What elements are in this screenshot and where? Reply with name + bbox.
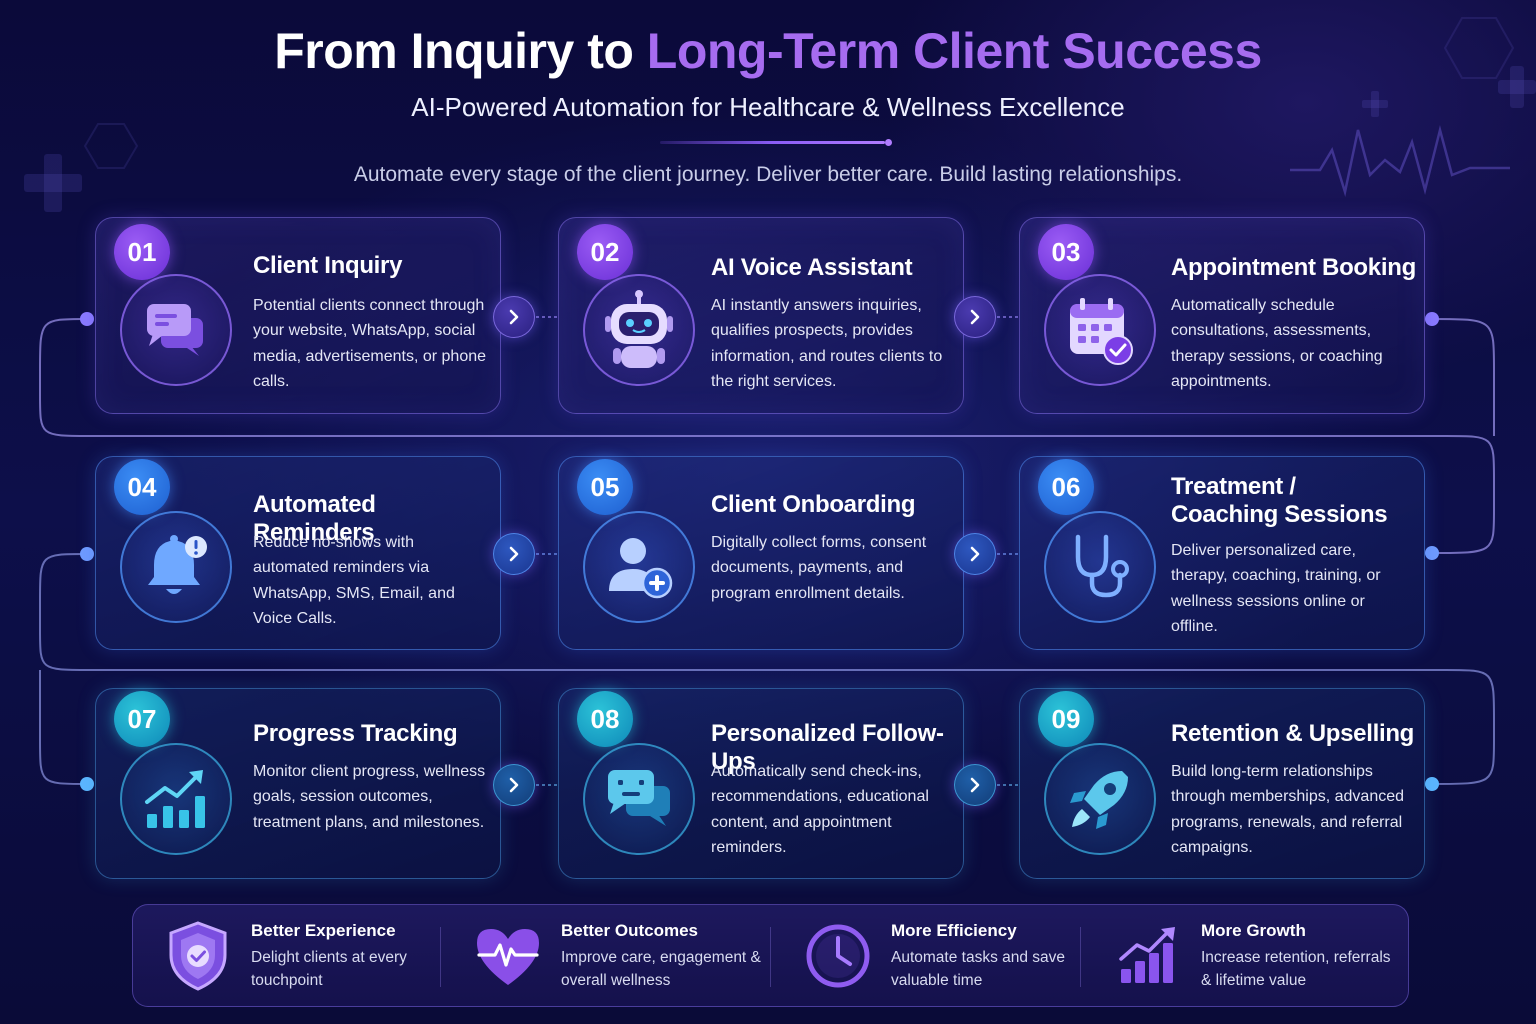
step-card-client-inquiry: 01 Client Inquiry Potential clients conn… <box>95 217 501 414</box>
benefit-better-outcomes: Better Outcomes Improve care, engagement… <box>443 905 773 1008</box>
benefit-title: Better Experience <box>251 921 396 940</box>
step-title: Appointment Booking <box>1171 254 1416 281</box>
chevron-right-icon <box>970 309 980 325</box>
step-title: Treatment / Coaching Sessions <box>1171 473 1388 528</box>
next-arrow-button[interactable] <box>493 296 535 338</box>
benefit-separator <box>770 927 771 987</box>
step-number: 05 <box>577 459 633 515</box>
step-card-progress-tracking: 07 Progress Tracking Monitor client prog… <box>95 688 501 879</box>
step-title: Retention & Upselling <box>1171 720 1415 747</box>
calendar-check-icon <box>1044 274 1156 386</box>
chevron-right-icon <box>970 546 980 562</box>
next-arrow-button[interactable] <box>954 296 996 338</box>
step-description: Automatically schedule consultations, as… <box>1171 297 1383 390</box>
step-title: Client Onboarding <box>711 491 916 518</box>
next-arrow-button[interactable] <box>954 533 996 575</box>
next-arrow-button[interactable] <box>493 533 535 575</box>
step-description: Automatically send check-ins, recommenda… <box>711 763 929 856</box>
chat-bubble-icon <box>120 274 232 386</box>
next-arrow-button[interactable] <box>954 764 996 806</box>
page-title: From Inquiry to Long-Term Client Success <box>0 22 1536 80</box>
benefit-description: Automate tasks and save valuable time <box>891 949 1066 989</box>
step-description: AI instantly answers inquiries, qualifie… <box>711 297 943 390</box>
step-description: Reduce no-shows with automated reminders… <box>253 534 455 627</box>
step-card-treatment-coaching-sessions: 06 Treatment / Coaching Sessions Deliver… <box>1019 456 1425 650</box>
benefit-separator <box>1080 927 1081 987</box>
title-divider <box>660 141 885 144</box>
benefit-title: More Growth <box>1201 921 1306 940</box>
page-tagline: Automate every stage of the client journ… <box>353 163 1183 186</box>
chevron-right-icon <box>509 309 519 325</box>
growth-bars-icon <box>1111 919 1185 993</box>
benefit-more-growth: More Growth Increase retention, referral… <box>1083 905 1403 1008</box>
step-number: 09 <box>1038 691 1094 747</box>
step-title: Personalized Follow-Ups <box>711 720 944 775</box>
benefit-description: Increase retention, referrals & lifetime… <box>1201 949 1391 989</box>
step-number: 07 <box>114 691 170 747</box>
benefit-separator <box>440 927 441 987</box>
chevron-right-icon <box>970 777 980 793</box>
user-add-icon <box>583 511 695 623</box>
robot-icon <box>583 274 695 386</box>
step-number: 01 <box>114 224 170 280</box>
step-number: 06 <box>1038 459 1094 515</box>
step-title: Automated Reminders <box>253 491 376 546</box>
page-subtitle: AI-Powered Automation for Healthcare & W… <box>411 92 1125 122</box>
bell-alert-icon <box>120 511 232 623</box>
step-card-personalized-follow-ups: 08 Personalized Follow-Ups Automatically… <box>558 688 964 879</box>
step-description: Deliver personalized care, therapy, coac… <box>1171 542 1381 635</box>
step-description: Digitally collect forms, consent documen… <box>711 534 927 602</box>
benefit-description: Delight clients at every touchpoint <box>251 949 407 989</box>
step-title: Progress Tracking <box>253 720 458 747</box>
step-card-client-onboarding: 05 Client Onboarding Digitally collect f… <box>558 456 964 650</box>
step-card-ai-voice-assistant: 02 AI Voice Assistant AI instantly answe… <box>558 217 964 414</box>
heart-pulse-icon <box>471 919 545 993</box>
step-description: Build long-term relationships through me… <box>1171 763 1405 856</box>
shield-check-icon <box>161 919 235 993</box>
message-bubbles-icon <box>583 743 695 855</box>
next-arrow-button[interactable] <box>493 764 535 806</box>
stethoscope-icon <box>1044 511 1156 623</box>
title-divider-dot <box>885 139 892 146</box>
chevron-right-icon <box>509 546 519 562</box>
chevron-right-icon <box>509 777 519 793</box>
benefits-bar: Better Experience Delight clients at eve… <box>132 904 1409 1007</box>
growth-chart-icon <box>120 743 232 855</box>
step-card-retention-upselling: 09 Retention & Upselling Build long-term… <box>1019 688 1425 879</box>
title-plain: From Inquiry to <box>274 23 647 79</box>
benefit-description: Improve care, engagement & overall welln… <box>561 949 761 989</box>
rocket-icon <box>1044 743 1156 855</box>
step-description: Monitor client progress, wellness goals,… <box>253 763 486 831</box>
step-title: Client Inquiry <box>253 252 403 279</box>
title-accent: Long-Term Client Success <box>646 23 1262 79</box>
step-number: 04 <box>114 459 170 515</box>
step-card-automated-reminders: 04 Automated Reminders Reduce no-shows w… <box>95 456 501 650</box>
benefit-more-efficiency: More Efficiency Automate tasks and save … <box>773 905 1083 1008</box>
benefit-title: Better Outcomes <box>561 921 698 940</box>
benefit-better-experience: Better Experience Delight clients at eve… <box>133 905 443 1008</box>
step-number: 02 <box>577 224 633 280</box>
step-title: AI Voice Assistant <box>711 254 913 281</box>
benefit-title: More Efficiency <box>891 921 1017 940</box>
step-number: 03 <box>1038 224 1094 280</box>
step-description: Potential clients connect through your w… <box>253 297 487 390</box>
clock-icon <box>801 919 875 993</box>
step-card-appointment-booking: 03 Appointment Booking Automatically sch… <box>1019 217 1425 414</box>
step-number: 08 <box>577 691 633 747</box>
